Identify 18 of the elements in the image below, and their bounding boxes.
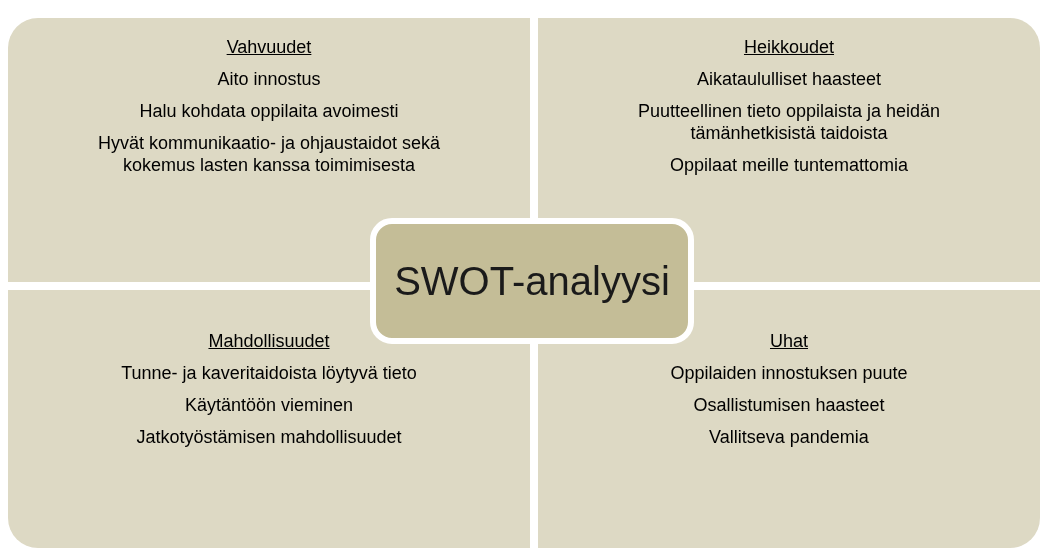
quadrant-heading: Heikkoudet (743, 36, 835, 58)
list-item: Oppilaat meille tuntemattomia (669, 154, 909, 176)
node-label: SWOT-analyysi (394, 258, 670, 304)
list-item: Osallistumisen haasteet (693, 394, 885, 416)
list-item: Käytäntöön vieminen (184, 394, 354, 416)
list-item: Oppilaiden innostuksen puute (670, 362, 908, 384)
list-item: Tunne- ja kaveritaidoista löytyvä tieto (121, 362, 417, 384)
list-item: Aito innostus (217, 68, 321, 90)
center-box (370, 218, 694, 344)
list-item: Vallitseva pandemia (709, 426, 869, 448)
quadrant-heading: Uhat (770, 330, 808, 352)
quadrant-heading: Mahdollisuudet (208, 330, 330, 352)
list-item: Halu kohdata oppilaita avoimesti (139, 100, 399, 122)
list-item: Jatkotyöstämisen mahdollisuudet (136, 426, 402, 448)
list-item: Hyvät kommunikaatio- ja ohjaustaidot sekä kokemus lasten kanssa toimimisesta (96, 132, 442, 176)
list-item: Aikataululliset haasteet (696, 68, 882, 90)
quadrant-heading: Vahvuudet (226, 36, 312, 58)
list-item: Puutteellinen tieto oppilaista ja heidän tämänhetkisistä taidoista (636, 100, 942, 144)
